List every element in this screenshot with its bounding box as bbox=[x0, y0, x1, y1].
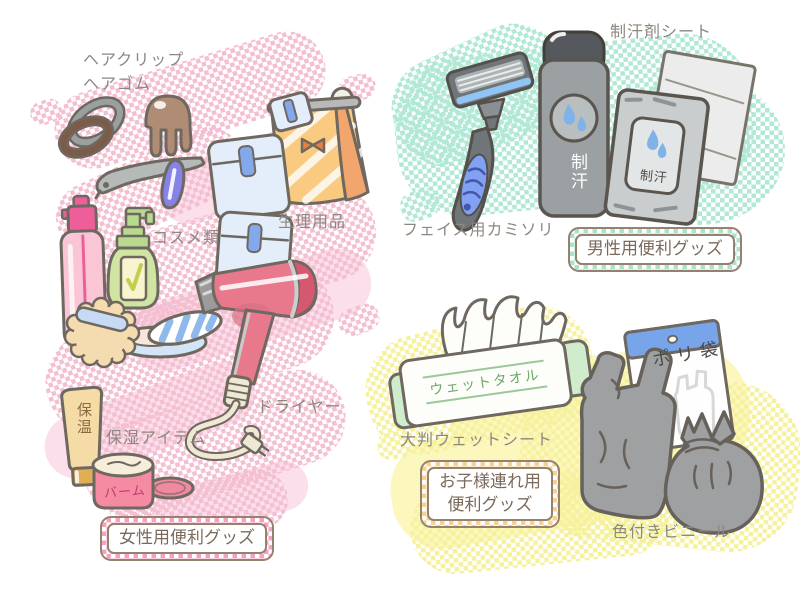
caption-face-razor: フェイス用カミソリ bbox=[402, 220, 555, 239]
deodorant-spray-can bbox=[538, 30, 610, 218]
caption-colored-vinyl: 色付きビニール bbox=[612, 522, 732, 541]
caption-sanitary: 生理用品 bbox=[278, 212, 347, 231]
green-pump-bottle bbox=[106, 206, 160, 310]
kids-goods-tag-line1: お子様連れ用 bbox=[439, 472, 541, 492]
hair-ties bbox=[57, 96, 126, 159]
spray-can-text: 制汗 bbox=[567, 153, 587, 191]
caption-dryer: ドライヤー bbox=[257, 397, 342, 416]
balm-text: バーム bbox=[103, 483, 147, 502]
sanitary-pads bbox=[207, 91, 314, 294]
men-goods-tag: 男性用便利グッズ bbox=[568, 227, 742, 272]
women-goods-tag: 女性用便利グッズ bbox=[100, 516, 274, 561]
kids-goods-tag-line2: 便利グッズ bbox=[447, 494, 533, 515]
balm-jar bbox=[91, 452, 195, 510]
caption-hair-tie: ヘアゴム bbox=[83, 74, 152, 93]
claw-hair-clip bbox=[144, 94, 193, 158]
tube-text: 保温 bbox=[75, 402, 93, 436]
snap-hair-pin bbox=[160, 158, 186, 210]
powder-puff bbox=[63, 296, 141, 369]
caption-cosmetics: コスメ類 bbox=[152, 228, 221, 247]
sheet-packet-text: 制汗 bbox=[639, 168, 669, 187]
caption-hair-clip: ヘアクリップ bbox=[83, 50, 185, 69]
kids-goods-tag: お子様連れ用 便利グッズ bbox=[420, 460, 560, 528]
tied-trash-bag bbox=[663, 410, 764, 535]
caption-large-wet-sheet: 大判ウェットシート bbox=[400, 430, 554, 449]
men-goods-tag-label: 男性用便利グッズ bbox=[575, 234, 735, 265]
women-goods-tag-label: 女性用便利グッズ bbox=[107, 523, 267, 554]
hair-dryer bbox=[185, 259, 318, 461]
face-razor bbox=[445, 51, 535, 232]
plastic-shopping-bag bbox=[579, 347, 677, 520]
wet-towel-pack bbox=[388, 295, 594, 430]
deodorant-sheet-packet bbox=[603, 88, 710, 226]
kids-goods-tag-label: お子様連れ用 便利グッズ bbox=[427, 467, 553, 521]
caption-moisturizer: 保湿アイテム bbox=[106, 428, 207, 447]
caption-deodorant-sheets: 制汗剤シート bbox=[610, 22, 713, 41]
